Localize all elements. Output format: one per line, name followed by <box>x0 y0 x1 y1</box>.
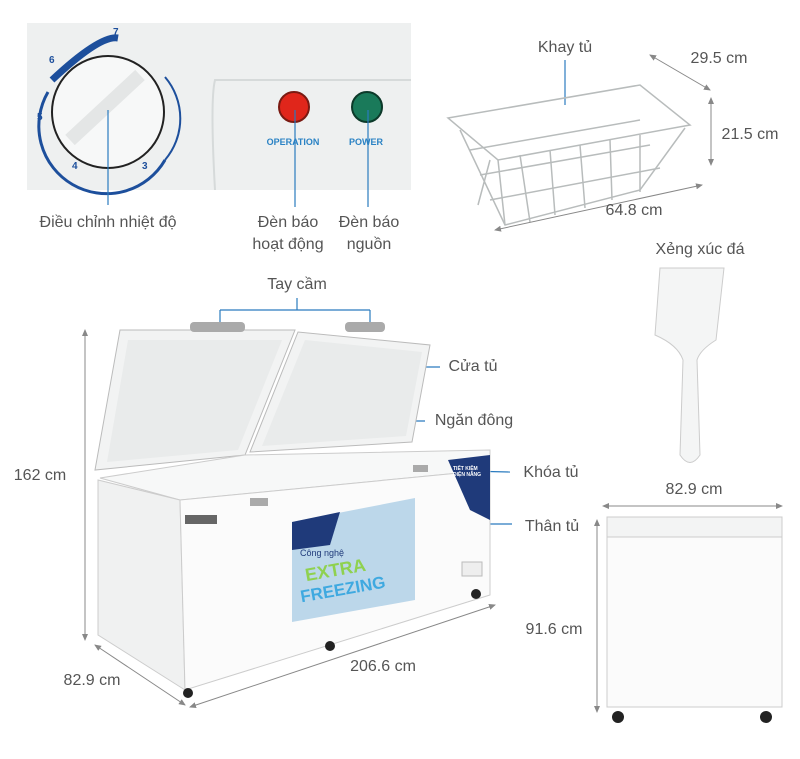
label-handle: Tay cầm <box>267 276 327 293</box>
label-power-light-line1: Đèn báo <box>338 214 400 231</box>
badge-line2: ĐIỆN NĂNG <box>453 472 482 478</box>
freezer-side-view <box>606 516 783 723</box>
freezer-width: 206.6 cm <box>350 658 416 675</box>
label-operation-light-line1: Đèn báo <box>257 214 319 231</box>
sticker-line1: Công nghệ <box>300 548 345 558</box>
label-power-light-line2: nguồn <box>346 236 392 253</box>
label-body: Thân tủ <box>524 518 580 535</box>
basket-height: 21.5 cm <box>721 126 779 143</box>
power-led <box>351 91 383 123</box>
freezer-depth: 82.9 cm <box>63 672 121 689</box>
control-panel-photo <box>27 23 411 196</box>
dial-number-3: 3 <box>142 161 148 172</box>
label-power-light: Đèn báo nguồn <box>339 212 400 256</box>
basket-depth: 29.5 cm <box>690 50 748 67</box>
dial-number-6: 6 <box>49 55 55 66</box>
dimension-lines <box>82 54 783 713</box>
ice-scoop-image <box>654 267 725 463</box>
label-compartment: Ngăn đông <box>434 412 514 429</box>
side-view-height: 91.6 cm <box>525 621 583 638</box>
power-text: POWER <box>348 137 384 147</box>
freezer-image <box>94 322 491 698</box>
label-lock: Khóa tủ <box>523 464 579 481</box>
dial-number-7: 7 <box>113 27 119 38</box>
label-operation-light-line2: hoạt động <box>252 236 324 253</box>
side-view-width: 82.9 cm <box>665 481 723 498</box>
label-ice-scoop: Xẻng xúc đá <box>655 241 745 258</box>
label-temperature-dial: Điều chỉnh nhiệt độ <box>39 214 177 231</box>
badge-line1: TIẾT KIỆM <box>453 466 478 472</box>
label-basket: Khay tủ <box>537 39 593 56</box>
label-door: Cửa tủ <box>448 358 498 375</box>
operation-led <box>278 91 310 123</box>
freezer-height: 162 cm <box>13 467 67 484</box>
dial-number-4: 4 <box>72 161 78 172</box>
label-operation-light: Đèn báo hoạt động <box>252 212 323 256</box>
basket-width: 64.8 cm <box>605 202 663 219</box>
operation-text: OPERATION <box>266 137 320 147</box>
dial-number-5: 5 <box>37 112 43 123</box>
